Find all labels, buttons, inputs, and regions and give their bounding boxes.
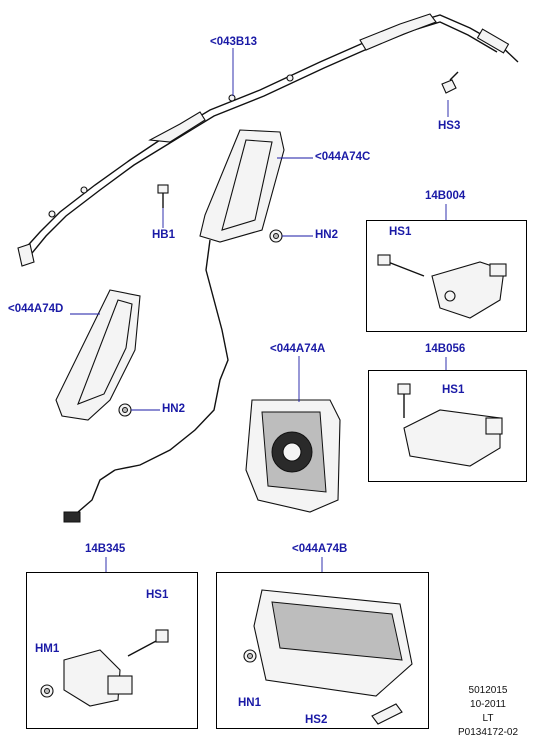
label-passenger-airbag: <044A74B <box>292 543 348 555</box>
label-sensor-14b345: 14B345 <box>85 543 126 555</box>
label-bolt-hs1-14b345: HS1 <box>146 589 169 601</box>
label-nut-hn2-lower: HN2 <box>162 403 186 415</box>
label-driver-airbag: <044A74A <box>270 343 326 355</box>
label-nut-hn2-upper: HN2 <box>315 229 339 241</box>
footer-line4: P0134172-02 <box>457 727 519 738</box>
box-14b056 <box>368 370 527 482</box>
label-nut-hn1: HN1 <box>238 697 262 709</box>
label-knee-airbag-rh: <044A74C <box>315 151 371 163</box>
bolt-hs3-drawing <box>441 71 459 94</box>
label-washer-hm1: HM1 <box>35 643 60 655</box>
sensor-14b004-drawing <box>377 254 507 319</box>
knee-airbag-rh-drawing <box>63 129 285 523</box>
footer-line1: 5012015 <box>468 685 508 696</box>
footer-line3: LT <box>482 713 494 724</box>
sensor-14b345-drawing <box>40 629 169 707</box>
leader-lines <box>70 48 449 572</box>
label-bolt-hb1: HB1 <box>152 229 176 241</box>
box-14b345 <box>26 572 198 729</box>
label-sensor-14b004: 14B004 <box>425 190 466 202</box>
box-14b004 <box>366 220 527 332</box>
label-module-14b056: 14B056 <box>425 343 466 355</box>
module-14b056-drawing <box>397 383 503 467</box>
label-side-airbag-lh: <044A74D <box>8 303 64 315</box>
driver-airbag-drawing <box>245 399 341 513</box>
box-044a74b <box>216 572 429 729</box>
curtain-airbag-drawing <box>17 13 519 267</box>
bolt-hb1-drawing <box>157 184 169 208</box>
label-bolt-hs1-14b004: HS1 <box>389 226 412 238</box>
label-bolt-hs1-14b056: HS1 <box>442 384 465 396</box>
label-curtain-airbag: <043B13 <box>210 36 257 48</box>
passenger-airbag-drawing <box>243 589 413 725</box>
side-airbag-lh-drawing <box>55 289 141 421</box>
label-bolt-hs3: HS3 <box>438 120 461 132</box>
footer-line2: 10-2011 <box>470 699 506 710</box>
label-bolt-hs2: HS2 <box>305 714 328 726</box>
